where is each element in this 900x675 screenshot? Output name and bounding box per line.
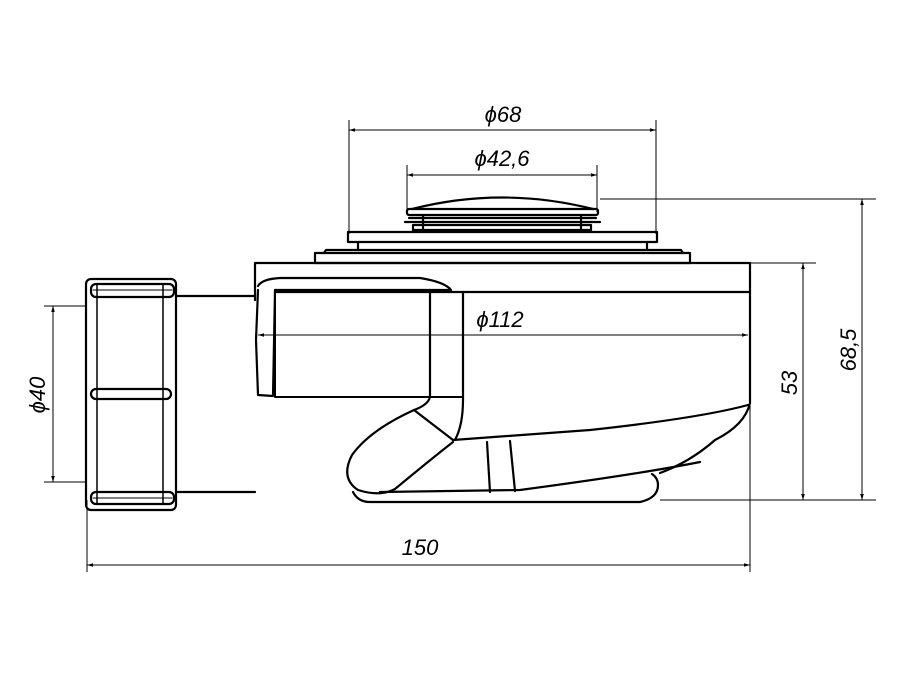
dim-label-112: ϕ112 — [476, 307, 523, 332]
outlet-nut — [84, 277, 257, 512]
top-plate — [313, 230, 692, 265]
extension-lines — [44, 120, 876, 572]
dim-label-40: ϕ40 — [25, 376, 50, 413]
dim-label-68: ϕ68 — [485, 102, 522, 127]
dim-label-68-5: 68,5 — [836, 328, 861, 372]
drain-cap — [403, 196, 602, 232]
dim-label-150: 150 — [402, 535, 439, 560]
dim-label-53: 53 — [777, 370, 802, 395]
dim-label-42-6: ϕ42,6 — [474, 146, 530, 171]
dimension-lines — [51, 128, 864, 567]
siphon-body — [253, 261, 752, 504]
